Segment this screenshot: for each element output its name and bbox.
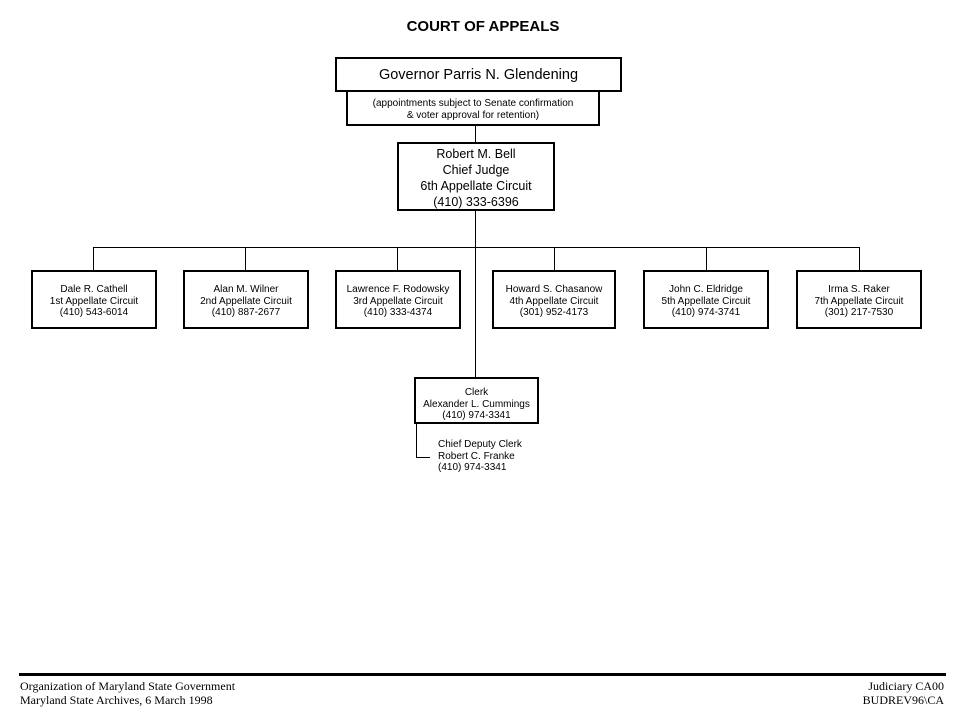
judge-circuit: 1st Appellate Circuit — [49, 295, 139, 307]
judge-box: Dale R. Cathell 1st Appellate Circuit (4… — [31, 270, 157, 329]
judge-name: Lawrence F. Rodowsky — [346, 284, 450, 295]
connector-judge-2 — [245, 247, 246, 271]
chief-judge-circuit: 6th Appellate Circuit — [420, 179, 532, 193]
footer-organization: Organization of Maryland State Governmen… — [20, 679, 236, 693]
connector-judge-1 — [93, 247, 94, 271]
governor-name: Governor Parris N. Glendening — [378, 67, 579, 83]
deputy-clerk-title: Chief Deputy Clerk — [438, 439, 522, 450]
connector-judges-bar — [93, 247, 859, 248]
chief-judge-box: Robert M. Bell Chief Judge 6th Appellate… — [397, 142, 555, 211]
judge-circuit: 5th Appellate Circuit — [661, 295, 751, 307]
judge-name: Dale R. Cathell — [60, 284, 128, 295]
clerk-title: Clerk — [464, 387, 489, 398]
footer-divider — [19, 673, 946, 676]
footer-file-code: BUDREV96\CA — [862, 693, 944, 707]
judge-phone: (410) 887-2677 — [211, 307, 281, 318]
judge-box: Lawrence F. Rodowsky 3rd Appellate Circu… — [335, 270, 461, 329]
deputy-clerk-name: Robert C. Franke — [438, 450, 515, 462]
connector-judge-5 — [706, 247, 707, 271]
judge-box: Alan M. Wilner 2nd Appellate Circuit (41… — [183, 270, 309, 329]
judge-phone: (301) 217-7530 — [824, 307, 894, 318]
judge-name: Howard S. Chasanow — [505, 284, 603, 295]
connector-judge-3 — [397, 247, 398, 271]
connector-clerk-deputy-vertical — [416, 423, 417, 458]
deputy-clerk-phone: (410) 974-3341 — [438, 462, 507, 473]
connector-governor-chief — [475, 125, 476, 143]
page-title: COURT OF APPEALS — [406, 18, 560, 35]
judge-circuit: 3rd Appellate Circuit — [353, 295, 443, 307]
connector-judge-6 — [859, 247, 860, 271]
judge-phone: (410) 974-3741 — [671, 307, 741, 318]
judge-circuit: 2nd Appellate Circuit — [200, 295, 292, 307]
connector-trunk — [475, 210, 476, 378]
judge-phone: (301) 952-4173 — [519, 307, 589, 318]
judge-name: Alan M. Wilner — [213, 284, 279, 295]
connector-clerk-deputy-horizontal — [416, 457, 430, 458]
judge-name: John C. Eldridge — [669, 284, 743, 295]
judge-name: Irma S. Raker — [828, 284, 890, 295]
footer-archives-date: Maryland State Archives, 6 March 1998 — [20, 693, 213, 707]
clerk-phone: (410) 974-3341 — [442, 410, 511, 421]
connector-judge-4 — [554, 247, 555, 271]
judge-phone: (410) 333-4374 — [363, 307, 433, 318]
judge-circuit: 7th Appellate Circuit — [814, 295, 904, 307]
clerk-box: Clerk Alexander L. Cummings (410) 974-33… — [414, 377, 539, 424]
footer-right: Judiciary CA00 BUDREV96\CA — [863, 679, 944, 707]
governor-box: Governor Parris N. Glendening — [335, 57, 622, 92]
judge-circuit: 4th Appellate Circuit — [509, 295, 599, 307]
appointment-note-line1: (appointments subject to Senate confirma… — [372, 98, 574, 109]
chief-judge-phone: (410) 333-6396 — [433, 195, 519, 209]
clerk-name: Alexander L. Cummings — [423, 398, 530, 410]
appointment-note-line2: & voter approval for retention) — [406, 109, 540, 121]
judge-box: Howard S. Chasanow 4th Appellate Circuit… — [492, 270, 616, 329]
judge-box: Irma S. Raker 7th Appellate Circuit (301… — [796, 270, 922, 329]
footer-left: Organization of Maryland State Governmen… — [20, 679, 235, 707]
footer-doc-id: Judiciary CA00 — [868, 679, 944, 693]
deputy-clerk: Chief Deputy Clerk Robert C. Franke (410… — [438, 439, 522, 474]
chief-judge-title: Chief Judge — [442, 163, 510, 177]
appointment-note-box: (appointments subject to Senate confirma… — [346, 90, 600, 126]
judge-phone: (410) 543-6014 — [59, 307, 129, 318]
chief-judge-name: Robert M. Bell — [436, 147, 516, 161]
judge-box: John C. Eldridge 5th Appellate Circuit (… — [643, 270, 769, 329]
